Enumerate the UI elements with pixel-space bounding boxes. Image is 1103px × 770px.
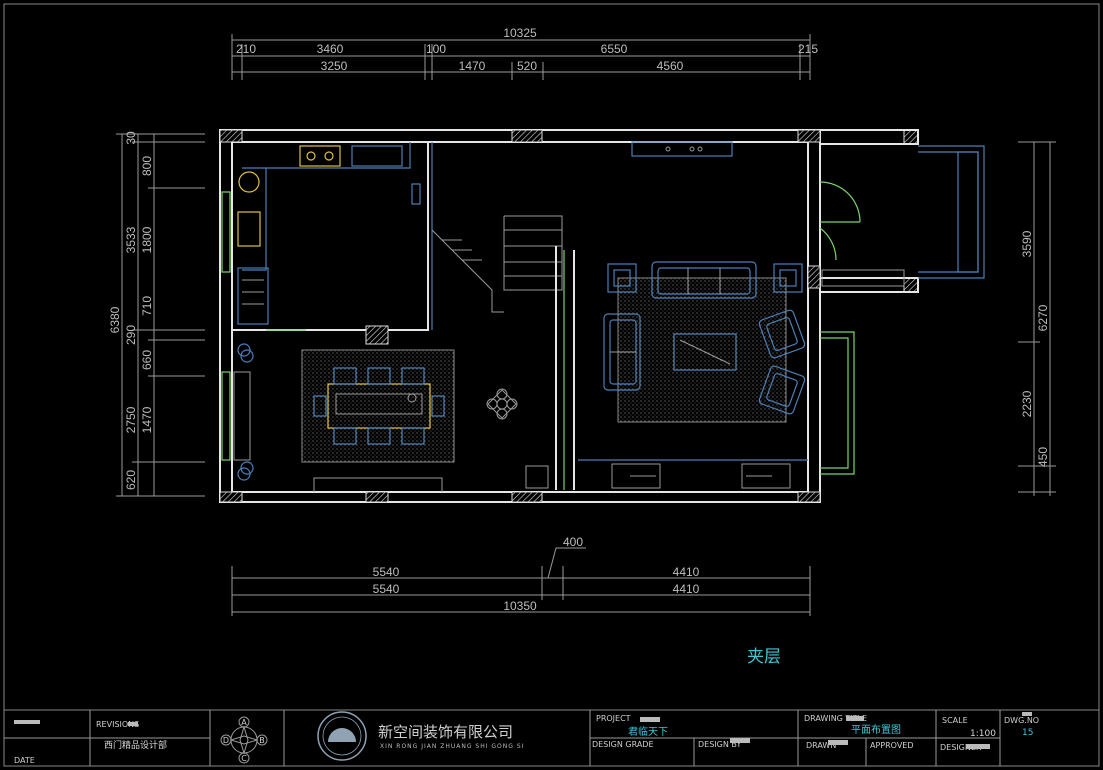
- dim-bottom-4: 4410: [673, 582, 700, 596]
- dim-top-2: 3460: [317, 42, 344, 56]
- date-label: DATE: [14, 756, 35, 765]
- dim-right-o3: 450: [1036, 447, 1050, 467]
- column: [365, 491, 389, 503]
- dim-left-total: 6380: [108, 306, 122, 333]
- drawing-title-label: DRAWING TITLE: [804, 714, 867, 723]
- coffee-table: [673, 333, 737, 371]
- designer-label: DESIGNER: [940, 743, 982, 752]
- column: [807, 265, 821, 289]
- column: [365, 325, 389, 345]
- dim-top-6: 3250: [321, 59, 348, 73]
- stove: [299, 145, 341, 167]
- dim-left-o5: 620: [124, 470, 138, 490]
- top-dimensions: 10325 210 3460 100 6550 215 3250 1470 52…: [231, 26, 818, 80]
- design-grade-label: DESIGN GRADE: [592, 740, 654, 749]
- dim-bottom-3: 5540: [373, 582, 400, 596]
- sofa-left: [603, 313, 641, 391]
- dim-left-o2: 3533: [124, 226, 138, 253]
- compass-b: B: [259, 736, 265, 745]
- drawn-label: DRAWN: [806, 741, 836, 750]
- dim-top-9: 4560: [657, 59, 684, 73]
- floor-medallion: [486, 388, 518, 420]
- column: [511, 491, 543, 503]
- client-label: 西门精品设计部: [104, 739, 167, 751]
- column: [797, 491, 821, 503]
- revisions-label: REVISIONS: [96, 720, 139, 729]
- sofa-top: [651, 261, 757, 299]
- dim-top-8: 520: [517, 59, 537, 73]
- right-dimensions: 3590 2230 450 6270: [1018, 141, 1056, 496]
- dim-left-i4: 660: [140, 350, 154, 370]
- dim-top-total: 10325: [503, 26, 537, 40]
- sink: [237, 211, 261, 247]
- dim-top-1: 210: [236, 42, 256, 56]
- dim-left-i5: 1470: [140, 406, 154, 433]
- left-dimensions: 6380 30 3533 290 2750 620 800 1800 710 6…: [108, 131, 205, 497]
- dim-top-4: 6550: [601, 42, 628, 56]
- dim-left-o1: 30: [124, 131, 138, 145]
- design-by-label: DESIGN BY: [698, 740, 741, 749]
- project-name: 君临天下: [628, 725, 668, 738]
- dim-right-o2: 2230: [1020, 390, 1034, 417]
- compass-a: A: [241, 718, 247, 727]
- scale-label: SCALE: [942, 716, 968, 725]
- dim-right-i1: 6270: [1036, 304, 1050, 331]
- column: [903, 129, 919, 145]
- compass-c: C: [241, 754, 247, 763]
- bottom-dimensions: 400 5540 4410 5540 4410 10350: [231, 535, 811, 616]
- dim-bottom-1: 5540: [373, 565, 400, 579]
- approved-label: APPROVED: [870, 741, 914, 750]
- floor-plan: [219, 129, 985, 503]
- side-table: [773, 263, 803, 293]
- title-block: REVISIONS 西门精品设计部 DATE A B C D 新空间装饰有限公司…: [3, 709, 1100, 767]
- dim-left-i3: 710: [140, 296, 154, 316]
- dim-right-o1: 3590: [1020, 230, 1034, 257]
- dim-bottom-total: 10350: [503, 599, 537, 613]
- column: [219, 491, 243, 503]
- drawing-border: [3, 3, 1100, 767]
- armchair-1: [758, 309, 806, 359]
- column: [797, 129, 821, 143]
- tv-cabinet: [631, 141, 733, 157]
- column: [903, 277, 919, 293]
- dim-bottom-callout: 400: [563, 535, 583, 549]
- compass-icon: A B C D: [220, 716, 268, 764]
- project-label: PROJECT: [596, 714, 631, 723]
- dim-left-i1: 800: [140, 156, 154, 176]
- kitchen-sink: [351, 145, 403, 167]
- company-logo-icon: [317, 711, 367, 761]
- dwg-no-label: DWG.NO: [1004, 716, 1039, 725]
- dim-top-3: 100: [426, 42, 446, 56]
- company-name: 新空间装饰有限公司: [378, 723, 513, 741]
- dim-bottom-2: 4410: [673, 565, 700, 579]
- dim-left-i2: 1800: [140, 226, 154, 253]
- dwg-no-value: 15: [1022, 728, 1033, 738]
- dim-top-5: 215: [798, 42, 818, 56]
- scale-value: 1:100: [970, 729, 996, 739]
- armchair-2: [758, 365, 806, 415]
- dim-top-7: 1470: [459, 59, 486, 73]
- living-rug: [617, 277, 787, 423]
- compass-d: D: [223, 736, 229, 745]
- floor-label: 夹层: [747, 647, 781, 667]
- dim-left-o4: 2750: [124, 406, 138, 433]
- column: [511, 129, 543, 143]
- washing-machine: [238, 171, 260, 193]
- company-pinyin: XIN RONG JIAN ZHUANG SHI GONG SI: [380, 743, 524, 750]
- side-table: [607, 263, 637, 293]
- drawing-title: 平面布置图: [851, 724, 901, 736]
- column: [219, 129, 243, 143]
- dim-left-o3: 290: [124, 325, 138, 345]
